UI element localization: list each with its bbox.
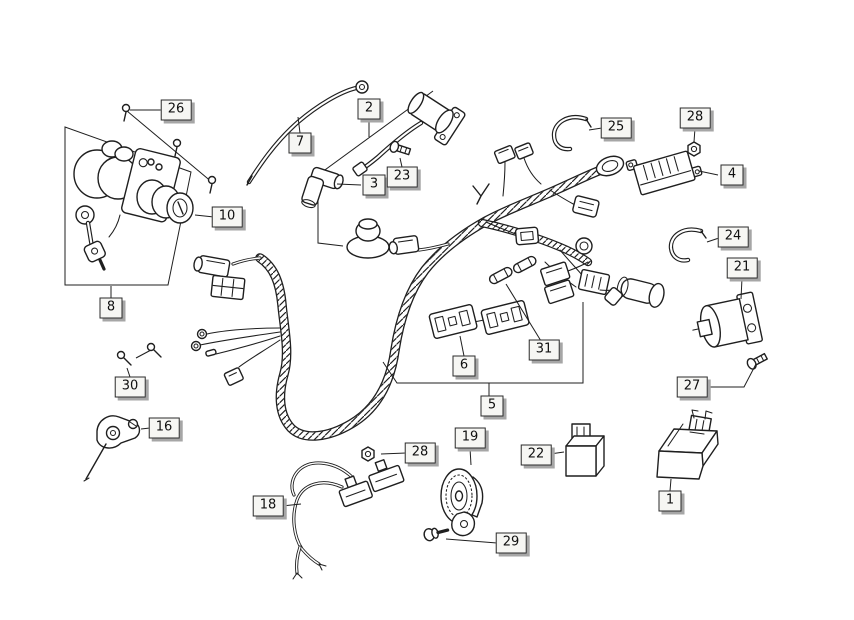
terminal-screws-drawing [116, 342, 162, 366]
side-stand-switch-drawing [83, 415, 141, 482]
fuse-drawing [488, 255, 537, 285]
callout-8[interactable]: 8 [99, 297, 123, 319]
callout-7[interactable]: 7 [288, 132, 312, 154]
ignition-coil-group-drawing [301, 90, 466, 259]
ignition-switch-drawing [73, 140, 194, 238]
callout-23[interactable]: 23 [386, 166, 418, 188]
voltage-regulator-drawing [625, 150, 703, 196]
harness-wire-fan [190, 327, 281, 386]
mounting-screws-drawing [121, 103, 217, 194]
callout-31[interactable]: 31 [528, 339, 560, 361]
harness-top-connectors [472, 142, 542, 205]
fuse-holder-drawing [428, 299, 530, 339]
ignition-switch-assembly-drawing [64, 103, 217, 286]
callout-1[interactable]: 1 [658, 490, 682, 512]
callout-30[interactable]: 30 [114, 376, 146, 398]
callout-18[interactable]: 18 [252, 495, 284, 517]
harness-coil [616, 276, 665, 308]
regulator-plug [595, 155, 625, 177]
callout-10[interactable]: 10 [211, 206, 243, 228]
main-wiring-harness-drawing [190, 142, 665, 436]
callout-5[interactable]: 5 [480, 395, 504, 417]
callout-22[interactable]: 22 [520, 444, 552, 466]
hex-nut-upper-drawing [687, 141, 701, 157]
grommet-drawing [346, 218, 390, 259]
callout-28-bottom[interactable]: 28 [404, 442, 436, 464]
group-bracket-5 [382, 302, 584, 396]
callout-6[interactable]: 6 [452, 355, 476, 377]
callout-21[interactable]: 21 [726, 257, 758, 279]
horn-drawing [440, 468, 484, 537]
ground-cable-drawing [246, 80, 369, 186]
callout-26[interactable]: 26 [160, 99, 192, 121]
callout-3[interactable]: 3 [362, 174, 386, 196]
horn-bolt-drawing [423, 527, 450, 542]
clamp-25-drawing [554, 117, 592, 149]
callout-2[interactable]: 2 [357, 98, 381, 120]
callout-27[interactable]: 27 [676, 376, 708, 398]
hex-nut-lower-drawing [361, 446, 375, 462]
relay-screw-drawing [746, 352, 768, 370]
callout-leader-lines [110, 109, 757, 544]
spark-plug-cap-drawing [301, 166, 344, 209]
callout-4[interactable]: 4 [720, 164, 744, 186]
turn-signal-relay-drawing [692, 291, 763, 348]
coil-screw-drawing [389, 140, 412, 156]
harness-lower-cluster [540, 237, 665, 308]
callout-28-top[interactable]: 28 [679, 107, 711, 129]
callout-16[interactable]: 16 [148, 417, 180, 439]
harness-left-connectors [193, 255, 262, 301]
callout-19[interactable]: 19 [454, 427, 486, 449]
clamp-24-drawing [671, 230, 707, 261]
keys-drawing [75, 205, 106, 271]
cdi-unit-drawing [656, 409, 719, 480]
relay-drawing [565, 423, 605, 477]
ignition-coil-drawing [407, 91, 466, 146]
callout-29[interactable]: 29 [495, 532, 527, 554]
harness-mid-connector [549, 189, 600, 218]
callout-25[interactable]: 25 [600, 117, 632, 139]
sub-harness-drawing [290, 459, 405, 580]
callout-24[interactable]: 24 [717, 226, 749, 248]
harness-clip [485, 221, 540, 246]
